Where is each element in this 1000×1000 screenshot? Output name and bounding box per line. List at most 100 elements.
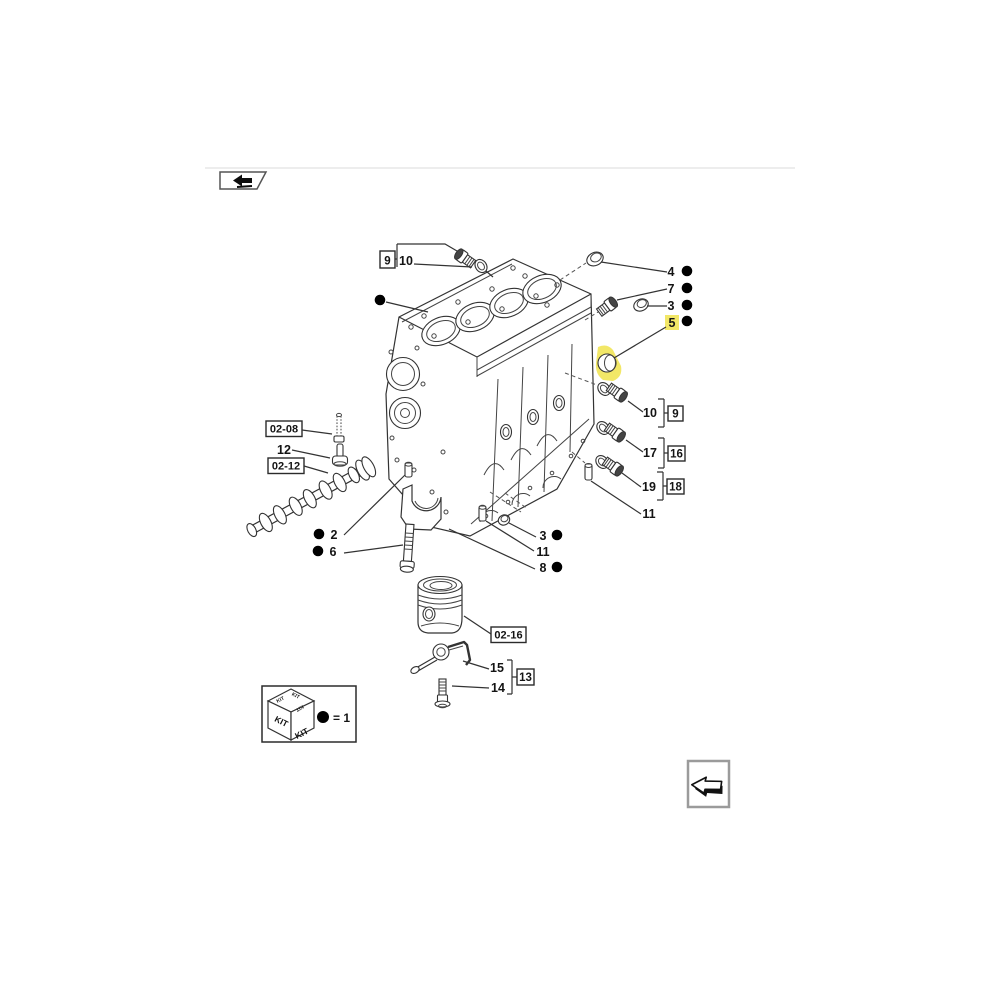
callout-15: 15	[490, 661, 504, 675]
leader-line	[613, 326, 667, 359]
dowel-pin-part-11-bottom	[478, 504, 487, 522]
engine-block-drawing	[385, 258, 595, 537]
kit-bullet-marker	[374, 294, 386, 306]
plug-part-10-top	[454, 248, 477, 269]
kit-bullet-marker	[681, 265, 693, 277]
callout-group-top-9-10: 9 10	[379, 243, 494, 278]
leader-line	[621, 472, 642, 488]
leader-line	[448, 528, 536, 570]
callout-17: 17	[643, 446, 657, 460]
kit-bullet-marker	[681, 282, 693, 294]
callout-4: 4	[668, 265, 675, 279]
kit-top-text-c: KIT	[295, 703, 305, 712]
cup-plug-part-3-bottom	[497, 514, 511, 526]
stud-part	[333, 412, 345, 443]
callout-10-top: 10	[399, 254, 413, 268]
leader-line	[301, 429, 333, 435]
back-nav-button[interactable]	[219, 171, 268, 190]
kit-bullet-marker	[313, 528, 325, 540]
callout-9-right: 9	[672, 409, 678, 421]
ref-label-02-08: 02-08	[270, 424, 298, 436]
callout-box-9-top	[379, 250, 396, 269]
kit-bullet-marker	[312, 545, 324, 557]
plug-part-10-right	[605, 382, 628, 403]
dowel-pin-part-11	[584, 463, 593, 481]
dowel-pin-part-2	[404, 461, 413, 478]
legend-dot-icon	[317, 711, 329, 723]
leader-line	[616, 288, 668, 301]
camshaft-drawing	[246, 456, 377, 538]
ref-box-02-16[interactable]	[490, 626, 527, 644]
ref-label-02-16: 02-16	[494, 630, 522, 642]
callout-11-bottom: 11	[536, 545, 549, 559]
bolt-part-6	[399, 523, 415, 573]
washer-part-9-right	[597, 382, 611, 396]
piston-drawing	[417, 575, 463, 634]
callout-box-18	[666, 478, 685, 495]
kit-bullet-marker	[681, 299, 693, 311]
callout-3-top: 3	[668, 299, 675, 313]
callout-5-highlight	[665, 315, 679, 330]
leader-line	[508, 522, 537, 538]
callout-13: 13	[519, 672, 532, 684]
callout-14: 14	[491, 681, 505, 695]
leader-line	[627, 400, 644, 413]
cup-plug-part-4	[586, 251, 604, 267]
plug-part-17	[603, 422, 626, 443]
kit-cube-icon: KIT KIT KIT KIT KIT	[266, 688, 316, 741]
callout-6: 6	[330, 545, 337, 559]
callout-box-9-right	[667, 405, 684, 422]
leader-line	[590, 480, 642, 515]
kit-bullet-marker	[551, 561, 563, 573]
bolt-part-14	[434, 678, 451, 709]
deck-bolt-holes	[408, 265, 560, 339]
callout-11-right: 11	[642, 507, 655, 521]
callout-7: 7	[668, 282, 675, 296]
callout-box-16	[667, 445, 686, 462]
callout-box-13	[516, 668, 535, 686]
cylinder-bores	[421, 273, 562, 347]
bearing-cap-part-8	[400, 484, 442, 531]
kit-bullet-marker	[681, 315, 693, 327]
back-arrow-icon	[233, 174, 253, 188]
ref-box-02-12[interactable]	[267, 457, 305, 475]
callout-5: 5	[669, 316, 676, 330]
kit-legend: KIT KIT KIT KIT KIT = 1	[261, 685, 357, 743]
leader-line	[462, 660, 490, 670]
ref-box-02-08[interactable]	[265, 420, 303, 438]
side-core-plugs	[499, 394, 566, 441]
legend-equals-text: = 1	[333, 711, 350, 725]
front-face-bores	[385, 356, 422, 430]
ring-tool-part-15	[410, 640, 472, 674]
kit-top-text-b: KIT	[291, 692, 301, 701]
callout-18: 18	[669, 482, 682, 494]
callout-19: 19	[642, 480, 656, 494]
tappet-part-12	[331, 443, 349, 467]
forward-arrow-icon	[690, 776, 723, 797]
callout-3-bottom: 3	[540, 529, 547, 543]
leader-line	[485, 520, 535, 552]
callout-8: 8	[540, 561, 547, 575]
kit-bullet-marker	[551, 529, 563, 541]
callout-10-right: 10	[643, 406, 657, 420]
callout-12: 12	[277, 443, 291, 457]
highlighted-part-5	[595, 345, 622, 381]
leader-line	[343, 544, 404, 554]
leader-line	[625, 439, 644, 453]
plug-part-7	[595, 296, 619, 317]
plug-part-19	[601, 456, 624, 477]
kit-top-text-a: KIT	[276, 696, 286, 705]
leader-line	[451, 685, 490, 689]
leader-line	[303, 465, 329, 474]
callout-2: 2	[331, 528, 338, 542]
callout-9-top: 9	[384, 256, 390, 268]
cup-plug-part-3	[633, 298, 649, 312]
leader-line	[343, 474, 406, 536]
leader-line	[600, 261, 668, 273]
forward-nav-button[interactable]	[686, 759, 731, 809]
leader-line	[463, 615, 492, 635]
washer-part-9-top	[474, 258, 488, 274]
ref-label-02-12: 02-12	[272, 461, 300, 473]
callout-16: 16	[670, 449, 683, 461]
